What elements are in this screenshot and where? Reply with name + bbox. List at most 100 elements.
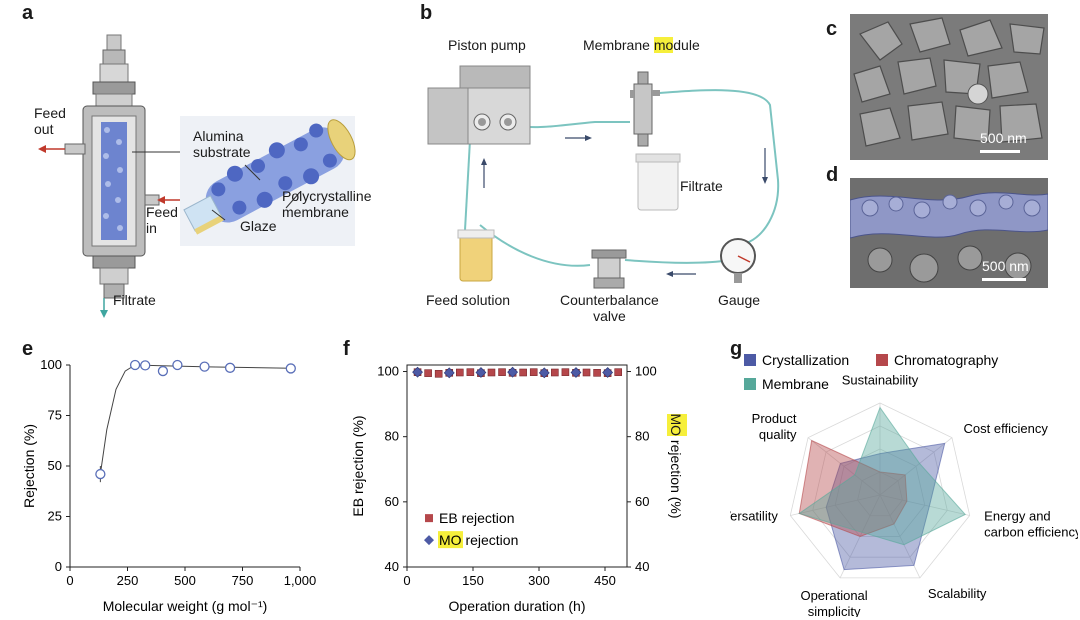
f-eb-point (593, 369, 601, 377)
f-x-axis-label: Operation duration (h) (449, 598, 586, 614)
g-axis-label: Sustainability (842, 372, 919, 387)
panel-letter-b: b (420, 2, 433, 24)
e-x-tick-label: 1,000 (284, 573, 317, 588)
f-eb-point (456, 368, 464, 377)
scale-label-d: 500 nm (982, 258, 1029, 274)
g-legend-marker (876, 354, 888, 366)
f-legend-mo-marker (424, 535, 434, 546)
sem-image-d: 500 nm (850, 178, 1048, 288)
e-x-axis-label: Molecular weight (g mol⁻¹) (103, 598, 268, 614)
g-grid-ring (812, 425, 948, 558)
g-axis-spoke (879, 494, 970, 516)
e-y-tick-label: 100 (40, 357, 62, 372)
e-y-tick-label: 25 (48, 509, 62, 524)
g-axis-label: Versatility (730, 508, 778, 523)
f-y-tick-label: 80 (385, 429, 399, 444)
g-axis-spoke (879, 437, 953, 496)
filtrate-label-b: Filtrate (680, 178, 723, 194)
g-legend-marker (744, 354, 756, 366)
f-y2-tick-label: 60 (635, 494, 649, 509)
panel-letter-c: c (826, 18, 838, 40)
g-series-crystallization (825, 442, 946, 571)
feed-solution-label: Feed solution (426, 292, 511, 308)
g-axis-label: Scalability (928, 586, 987, 601)
e-y-tick-label: 75 (48, 408, 62, 423)
e-x-tick-label: 750 (232, 573, 254, 588)
e-data-point (285, 363, 296, 374)
e-data-point (199, 361, 210, 372)
f-mo-point (602, 367, 614, 378)
f-eb-point (582, 368, 591, 377)
f-plot-frame (406, 364, 628, 568)
e-data-point (129, 359, 141, 371)
e-y-tick-label: 50 (48, 458, 62, 473)
e-data-point (95, 468, 106, 480)
f-mo-point (538, 367, 550, 379)
g-axis-spoke (790, 494, 881, 516)
panel-letter-d: d (826, 164, 839, 186)
panel-letter-g: g (730, 338, 743, 360)
e-data-point (140, 360, 151, 371)
panel-letter-f: f (343, 338, 350, 360)
f-eb-point (529, 368, 538, 376)
filtrate-label-a: Filtrate (113, 292, 156, 308)
g-legend-marker (744, 378, 756, 390)
panel-letter-a: a (22, 2, 34, 24)
g-legend-label: Membrane (762, 376, 829, 392)
f-legend-mo-highlight (438, 531, 463, 549)
e-data-point (224, 362, 236, 373)
f-eb-point (424, 369, 432, 377)
f-eb-point (614, 368, 623, 376)
f-y-tick-label: 60 (385, 494, 399, 509)
sem-image-c: 500 nm (850, 14, 1048, 160)
f-y2-tick-label: 40 (635, 559, 649, 574)
f-eb-point (519, 368, 527, 377)
f-eb-point (561, 368, 570, 376)
f-x-tick-label: 300 (528, 573, 550, 588)
piston-pump-label: Piston pump (448, 37, 526, 53)
f-y2-tick-label: 100 (635, 364, 657, 379)
f-x-tick-label: 150 (462, 573, 484, 588)
e-y-tick-label: 0 (55, 559, 62, 574)
panel-letter-e: e (22, 338, 34, 360)
gauge-label: Gauge (718, 292, 761, 308)
f-x-tick-label: 0 (403, 573, 410, 588)
f-mo-point (412, 366, 423, 378)
f-y2-highlight (667, 414, 687, 436)
g-legend-label: Crystallization (762, 352, 849, 368)
f-eb-point (466, 368, 475, 376)
f-y-tick-label: 100 (377, 364, 399, 379)
g-axis-spoke (807, 437, 881, 496)
scale-bar-d (982, 278, 1026, 281)
f-eb-point (434, 369, 443, 378)
f-eb-point (551, 368, 559, 377)
g-series-membrane (798, 406, 967, 546)
e-fit-line (99, 364, 291, 475)
g-grid-ring (857, 471, 903, 517)
g-axis-label: Cost efficiency (964, 421, 1049, 436)
g-legend-label: Chromatography (894, 352, 998, 368)
e-y-axis-label: Rejection (%) (21, 424, 37, 508)
e-x-tick-label: 0 (66, 573, 73, 588)
scale-label-c: 500 nm (980, 130, 1027, 146)
g-grid-ring (789, 402, 971, 579)
f-eb-point (498, 368, 506, 376)
glaze-label: Glaze (240, 218, 277, 234)
f-mo-point (507, 366, 519, 378)
f-y2-tick-label: 80 (635, 429, 649, 444)
f-y2-axis-label: MO rejection (%) (668, 413, 684, 518)
f-mo-point (475, 367, 487, 378)
membrane-module-label: Membrane module (583, 37, 700, 53)
f-y-axis-label: EB rejection (%) (350, 415, 366, 516)
f-eb-point (487, 368, 496, 377)
e-x-tick-label: 250 (117, 573, 139, 588)
